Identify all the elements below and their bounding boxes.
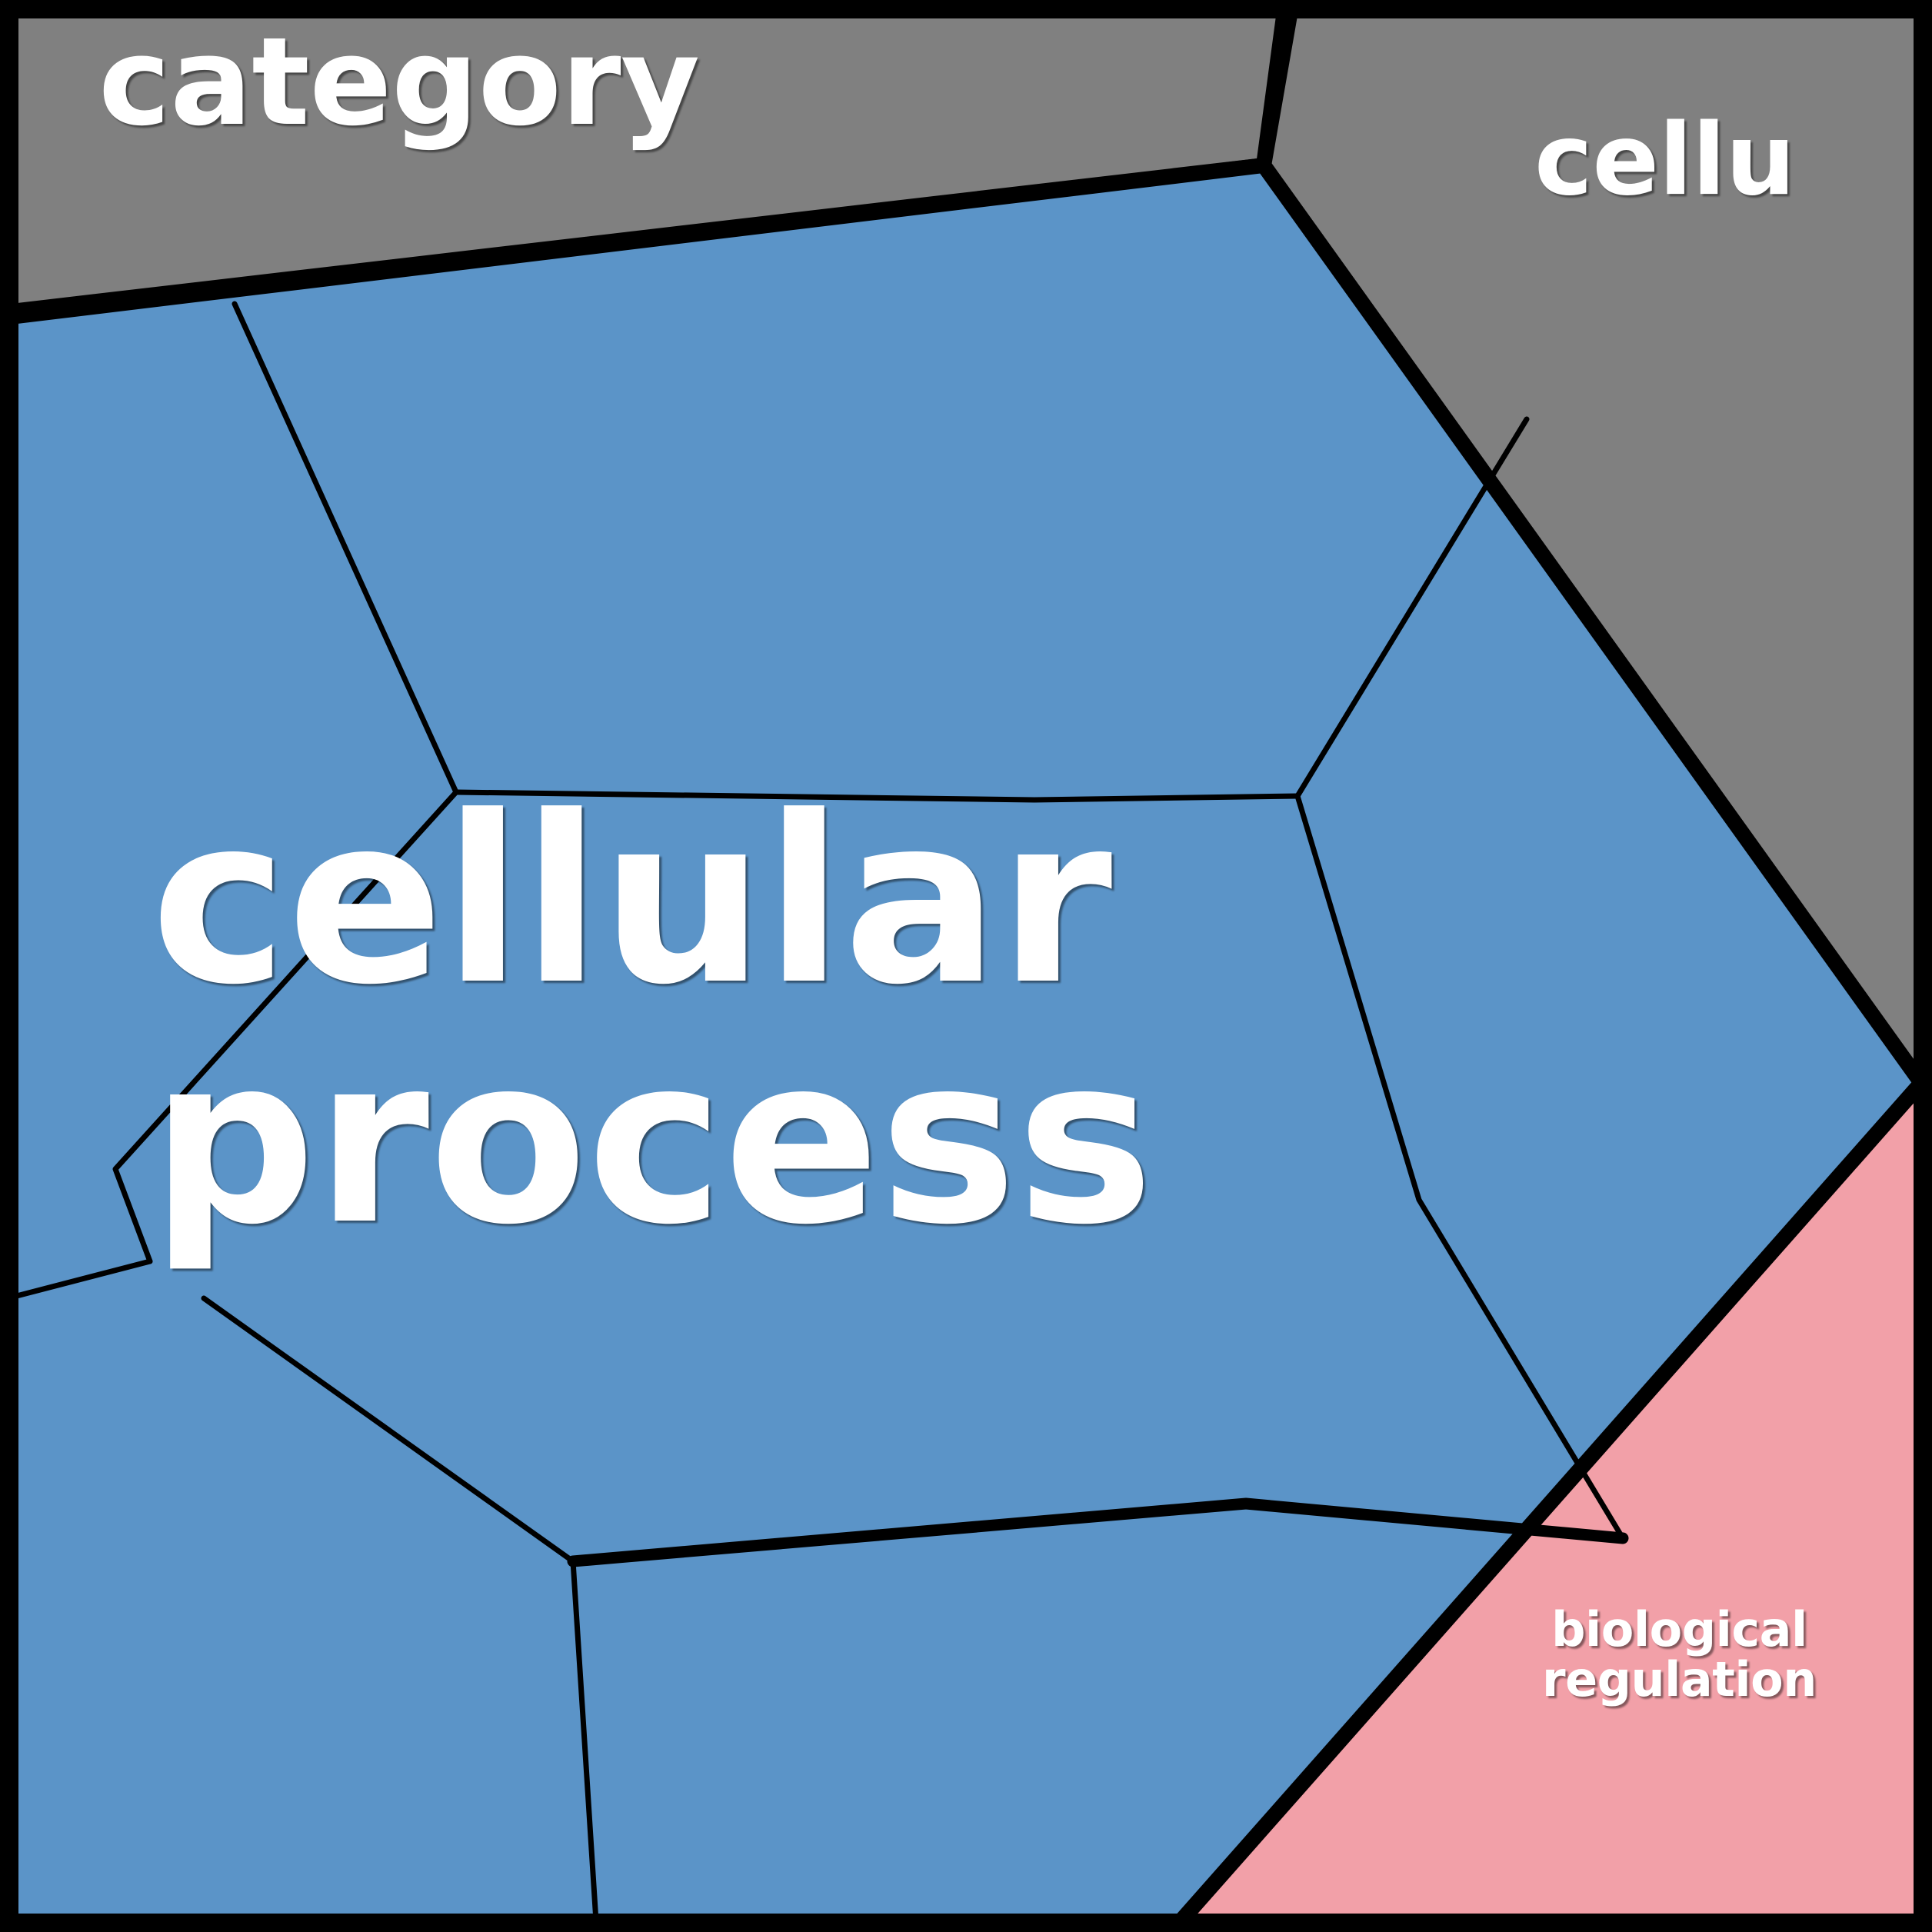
subdivision-line-6 <box>112 789 459 1264</box>
subdivision-line-1 <box>232 301 459 795</box>
subdivision-line-7 <box>201 1295 576 1564</box>
cell-subdivision-lines <box>8 301 1626 1924</box>
subdivision-line-5 <box>8 1258 153 1301</box>
subdivision-line-8 <box>570 1558 599 1924</box>
cell-subdivision-lines-thick <box>567 1497 1629 1567</box>
subdivision-line-4 <box>1294 793 1626 1541</box>
subdivision-line-2 <box>453 789 1301 803</box>
subdivision-line-thick-1 <box>567 1497 1629 1567</box>
subdivision-line-3 <box>1294 416 1530 799</box>
